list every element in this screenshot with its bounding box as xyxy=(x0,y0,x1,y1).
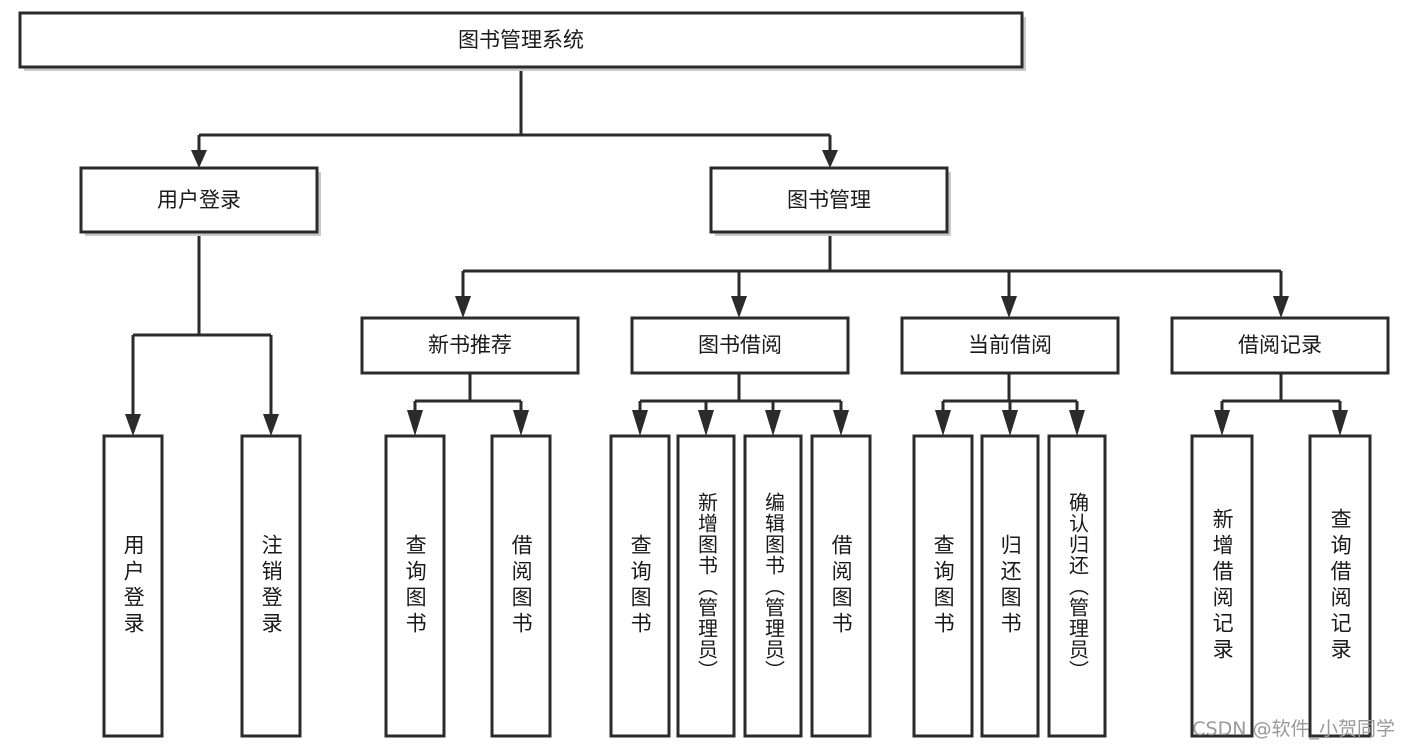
leaf-box-book-borrow-4[interactable] xyxy=(810,434,872,738)
node-borrow-record[interactable]: 借阅记录 xyxy=(1170,316,1390,375)
leaf-box-user-login-2[interactable] xyxy=(240,434,302,738)
node-root-label: 图书管理系统 xyxy=(458,28,584,52)
leaf-box-borrow-record-2[interactable] xyxy=(1308,434,1372,738)
node-borrow-record-box[interactable] xyxy=(1170,316,1390,375)
node-current-borrow-box[interactable] xyxy=(900,316,1120,375)
node-book-management-label: 图书管理 xyxy=(787,188,871,212)
node-book-management[interactable]: 图书管理 xyxy=(709,166,951,236)
arrow-borrow-leaf-1 xyxy=(632,410,648,436)
arrow-newbook-leaf-1 xyxy=(407,410,423,436)
arrow-root-to-bookmgmt xyxy=(822,150,838,168)
node-book-borrow-box[interactable] xyxy=(630,316,850,375)
arrow-userlogin-leaf-2 xyxy=(263,414,279,436)
node-user-login[interactable]: 用户登录 xyxy=(79,166,321,236)
node-book-management-box[interactable] xyxy=(709,166,949,234)
leaf-box-book-borrow-2[interactable] xyxy=(676,434,736,738)
leaf-box-book-borrow-3[interactable] xyxy=(743,434,803,738)
arrow-newbook-leaf-2 xyxy=(513,410,529,436)
node-root[interactable]: 图书管理系统 xyxy=(18,11,1026,71)
csdn-watermark: CSDN @软件_小贺同学 xyxy=(1192,718,1395,740)
arrow-current-leaf-3 xyxy=(1069,410,1085,436)
node-user-login-box[interactable] xyxy=(79,166,319,234)
leaf-box-borrow-record-1[interactable] xyxy=(1190,434,1254,738)
node-new-book-recommend-label: 新书推荐 xyxy=(428,333,512,357)
arrow-borrow-leaf-2 xyxy=(698,410,714,436)
node-book-borrow-label: 图书借阅 xyxy=(698,333,782,357)
arrow-current-leaf-2 xyxy=(1002,410,1018,436)
arrow-userlogin-leaf-1 xyxy=(125,414,141,436)
leaf-box-current-borrow-1[interactable] xyxy=(912,434,974,738)
leaf-box-current-borrow-2[interactable] xyxy=(980,434,1040,738)
connector-group xyxy=(125,67,1348,436)
arrow-bookmgmt-child-4 xyxy=(1273,296,1289,318)
arrow-bookmgmt-child-1 xyxy=(455,296,471,318)
arrow-borrow-leaf-4 xyxy=(833,410,849,436)
arrow-bookmgmt-child-2 xyxy=(731,296,747,318)
leaf-box-new-book-1[interactable] xyxy=(384,434,446,738)
node-new-book-recommend-box[interactable] xyxy=(360,316,580,375)
arrow-record-leaf-2 xyxy=(1332,410,1348,436)
leaf-box-current-borrow-3[interactable] xyxy=(1047,434,1107,738)
leaf-box-new-book-2[interactable] xyxy=(490,434,552,738)
node-root-box[interactable] xyxy=(18,11,1024,69)
arrow-bookmgmt-child-3 xyxy=(1001,296,1017,318)
leaf-box-user-login-1[interactable] xyxy=(102,434,164,738)
node-new-book-recommend[interactable]: 新书推荐 xyxy=(360,316,580,375)
node-current-borrow[interactable]: 当前借阅 xyxy=(900,316,1120,375)
arrow-record-leaf-1 xyxy=(1214,410,1230,436)
arrow-root-to-userlogin xyxy=(191,150,207,168)
arrow-current-leaf-1 xyxy=(935,410,951,436)
leaf-box-book-borrow-1[interactable] xyxy=(609,434,671,738)
node-book-borrow[interactable]: 图书借阅 xyxy=(630,316,850,375)
arrow-borrow-leaf-3 xyxy=(765,410,781,436)
node-current-borrow-label: 当前借阅 xyxy=(968,333,1052,357)
node-borrow-record-label: 借阅记录 xyxy=(1238,333,1322,357)
node-user-login-label: 用户登录 xyxy=(157,188,241,212)
leaf-box-group xyxy=(102,434,1372,738)
